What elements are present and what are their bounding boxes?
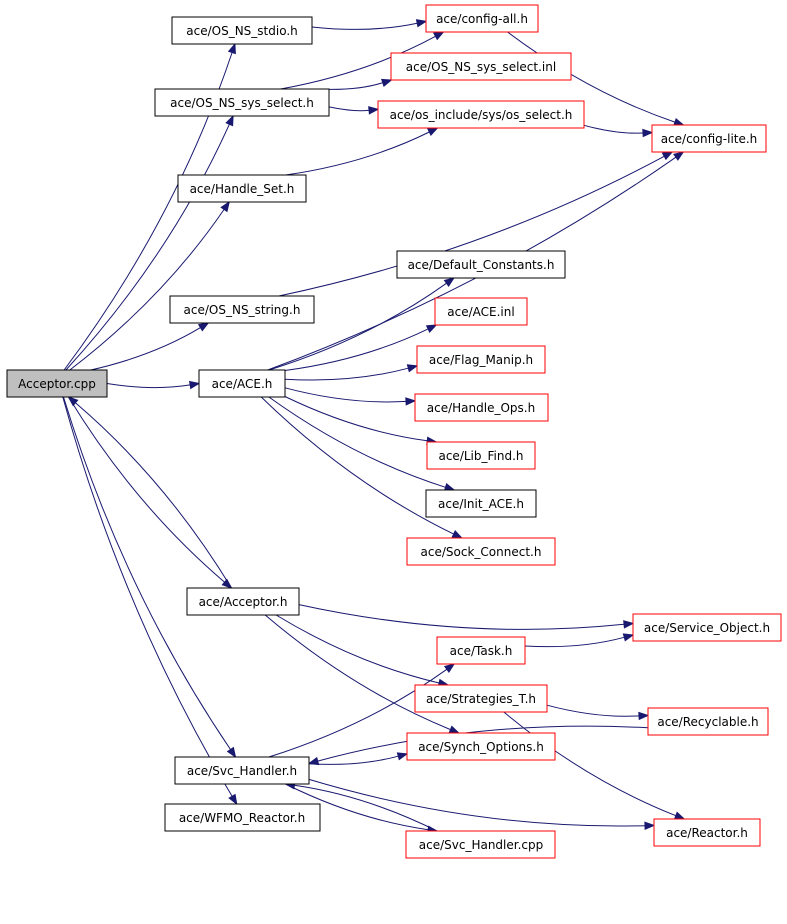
node-synch-options[interactable]: ace/Synch_Options.h [406,732,556,761]
node-acceptor-cpp[interactable]: Acceptor.cpp [6,369,108,398]
edge-svc_handler_h-to-reactor_h [308,778,656,830]
node-flag-manip[interactable]: ace/Flag_Manip.h [416,345,546,374]
node-ace-h[interactable]: ace/ACE.h [198,369,286,398]
node-sock-connect[interactable]: ace/Sock_Connect.h [406,537,556,566]
edge-layer [62,19,686,834]
node-lib-find[interactable]: ace/Lib_Find.h [426,441,536,470]
node-sock-connect-label: ace/Sock_Connect.h [421,545,542,559]
node-synch-options-label: ace/Synch_Options.h [418,740,544,754]
edge-acceptor_cpp-to-handle_set [69,200,230,371]
edge-acceptor_cpp-to-ace_h [106,380,201,390]
node-config-all[interactable]: ace/config-all.h [425,4,539,33]
edge-acceptor_h-to-acceptor_cpp [67,396,232,589]
node-svc-handler-cpp[interactable]: ace/Svc_Handler.cpp [405,830,556,859]
edge-ace_h-to-flag_manip [284,364,419,381]
node-os-ns-sys-select-inl-label: ace/OS_NS_sys_select.inl [406,60,556,74]
edge-os_ns_sys_select_h-to-os_include_sys_os_select [328,106,380,115]
node-strategies-t-label: ace/Strategies_T.h [426,692,536,706]
edge-ace_h-to-ace_inl [284,324,438,371]
edge-strategies_t-to-recyclable [546,704,650,721]
edge-ace_h-to-handle_ops [284,387,417,406]
node-config-all-label: ace/config-all.h [436,12,528,26]
node-lib-find-label: ace/Lib_Find.h [438,449,523,463]
node-layer: Acceptor.cpp ace/OS_NS_stdio.h ace/confi… [6,4,782,859]
node-os-ns-sys-select-h[interactable]: ace/OS_NS_sys_select.h [154,88,330,117]
node-default-constants[interactable]: ace/Default_Constants.h [396,250,566,279]
edge-svc_handler_h-to-task_h [268,663,456,758]
edge-ace_h-to-lib_find [284,396,438,445]
node-os-ns-sys-select-inl[interactable]: ace/OS_NS_sys_select.inl [390,52,572,81]
node-handle-ops-label: ace/Handle_Ops.h [427,401,535,415]
node-os-include-sys-os-select[interactable]: ace/os_include/sys/os_select.h [377,100,585,129]
edge-acceptor_cpp-to-wfmo_reactor [62,396,238,806]
node-strategies-t[interactable]: ace/Strategies_T.h [414,684,548,713]
edge-handle_set-to-os_include_sys_os_select [285,127,439,176]
node-reactor-h-label: ace/Reactor.h [666,826,748,840]
node-wfmo-reactor[interactable]: ace/WFMO_Reactor.h [164,803,321,832]
node-service-object-label: ace/Service_Object.h [644,621,770,635]
node-os-ns-stdio-label: ace/OS_NS_stdio.h [186,24,298,38]
node-wfmo-reactor-label: ace/WFMO_Reactor.h [179,811,305,825]
node-handle-set[interactable]: ace/Handle_Set.h [177,174,307,203]
node-ace-inl[interactable]: ace/ACE.inl [434,297,528,326]
node-service-object[interactable]: ace/Service_Object.h [632,613,782,642]
edge-os_include_sys_os_select-to-config_lite [583,124,654,138]
edge-acceptor_cpp-to-acceptor_h [68,396,233,589]
node-init-ace-label: ace/Init_ACE.h [438,497,524,511]
node-default-constants-label: ace/Default_Constants.h [408,258,555,272]
edge-acceptor_cpp-to-os_ns_sys_select_h [65,114,234,371]
node-handle-set-label: ace/Handle_Set.h [190,182,295,196]
edge-acceptor_h-to-service_object [298,604,635,630]
node-config-lite[interactable]: ace/config-lite.h [651,124,767,153]
edge-os_ns_stdio-to-config_all [311,19,428,30]
edge-acceptor_cpp-to-os_ns_string [90,322,210,371]
edge-os_ns_sys_select_h-to-os_ns_sys_select_inl [328,78,393,90]
node-acceptor-h[interactable]: ace/Acceptor.h [186,587,300,616]
node-config-lite-label: ace/config-lite.h [661,132,758,146]
node-recyclable[interactable]: ace/Recyclable.h [647,707,769,736]
node-os-include-sys-os-select-label: ace/os_include/sys/os_select.h [390,108,573,122]
edge-ace_h-to-default_constants [268,277,456,371]
node-ace-inl-label: ace/ACE.inl [447,305,514,319]
node-init-ace[interactable]: ace/Init_ACE.h [425,489,537,518]
edge-recyclable-to-svc_handler_h [307,725,649,766]
edge-os_ns_sys_select_h-to-config_all [280,31,445,90]
node-recyclable-label: ace/Recyclable.h [657,715,758,729]
node-svc-handler-h[interactable]: ace/Svc_Handler.h [174,756,310,785]
node-os-ns-string-label: ace/OS_NS_string.h [184,303,301,317]
node-handle-ops[interactable]: ace/Handle_Ops.h [414,393,549,422]
edge-acceptor_h-to-synch_options [264,614,461,734]
node-task-h[interactable]: ace/Task.h [436,636,526,665]
edge-task_h-to-service_object [524,633,635,648]
node-reactor-h[interactable]: ace/Reactor.h [653,818,761,847]
node-svc-handler-h-label: ace/Svc_Handler.h [187,764,297,778]
node-task-h-label: ace/Task.h [450,644,513,658]
node-ace-h-label: ace/ACE.h [212,377,273,391]
node-os-ns-string[interactable]: ace/OS_NS_string.h [169,295,315,324]
node-acceptor-cpp-label: Acceptor.cpp [18,377,96,391]
node-os-ns-stdio[interactable]: ace/OS_NS_stdio.h [171,16,313,45]
edge-acceptor_cpp-to-svc_handler_h [63,396,237,759]
edge-svc_handler_h-to-synch_options [308,752,409,765]
node-acceptor-h-label: ace/Acceptor.h [199,595,288,609]
node-svc-handler-cpp-label: ace/Svc_Handler.cpp [419,838,544,852]
edge-acceptor_h-to-strategies_t [275,614,450,688]
edge-os_ns_string-to-config_lite [278,151,674,297]
node-flag-manip-label: ace/Flag_Manip.h [429,353,533,367]
node-os-ns-sys-select-h-label: ace/OS_NS_sys_select.h [170,96,314,110]
